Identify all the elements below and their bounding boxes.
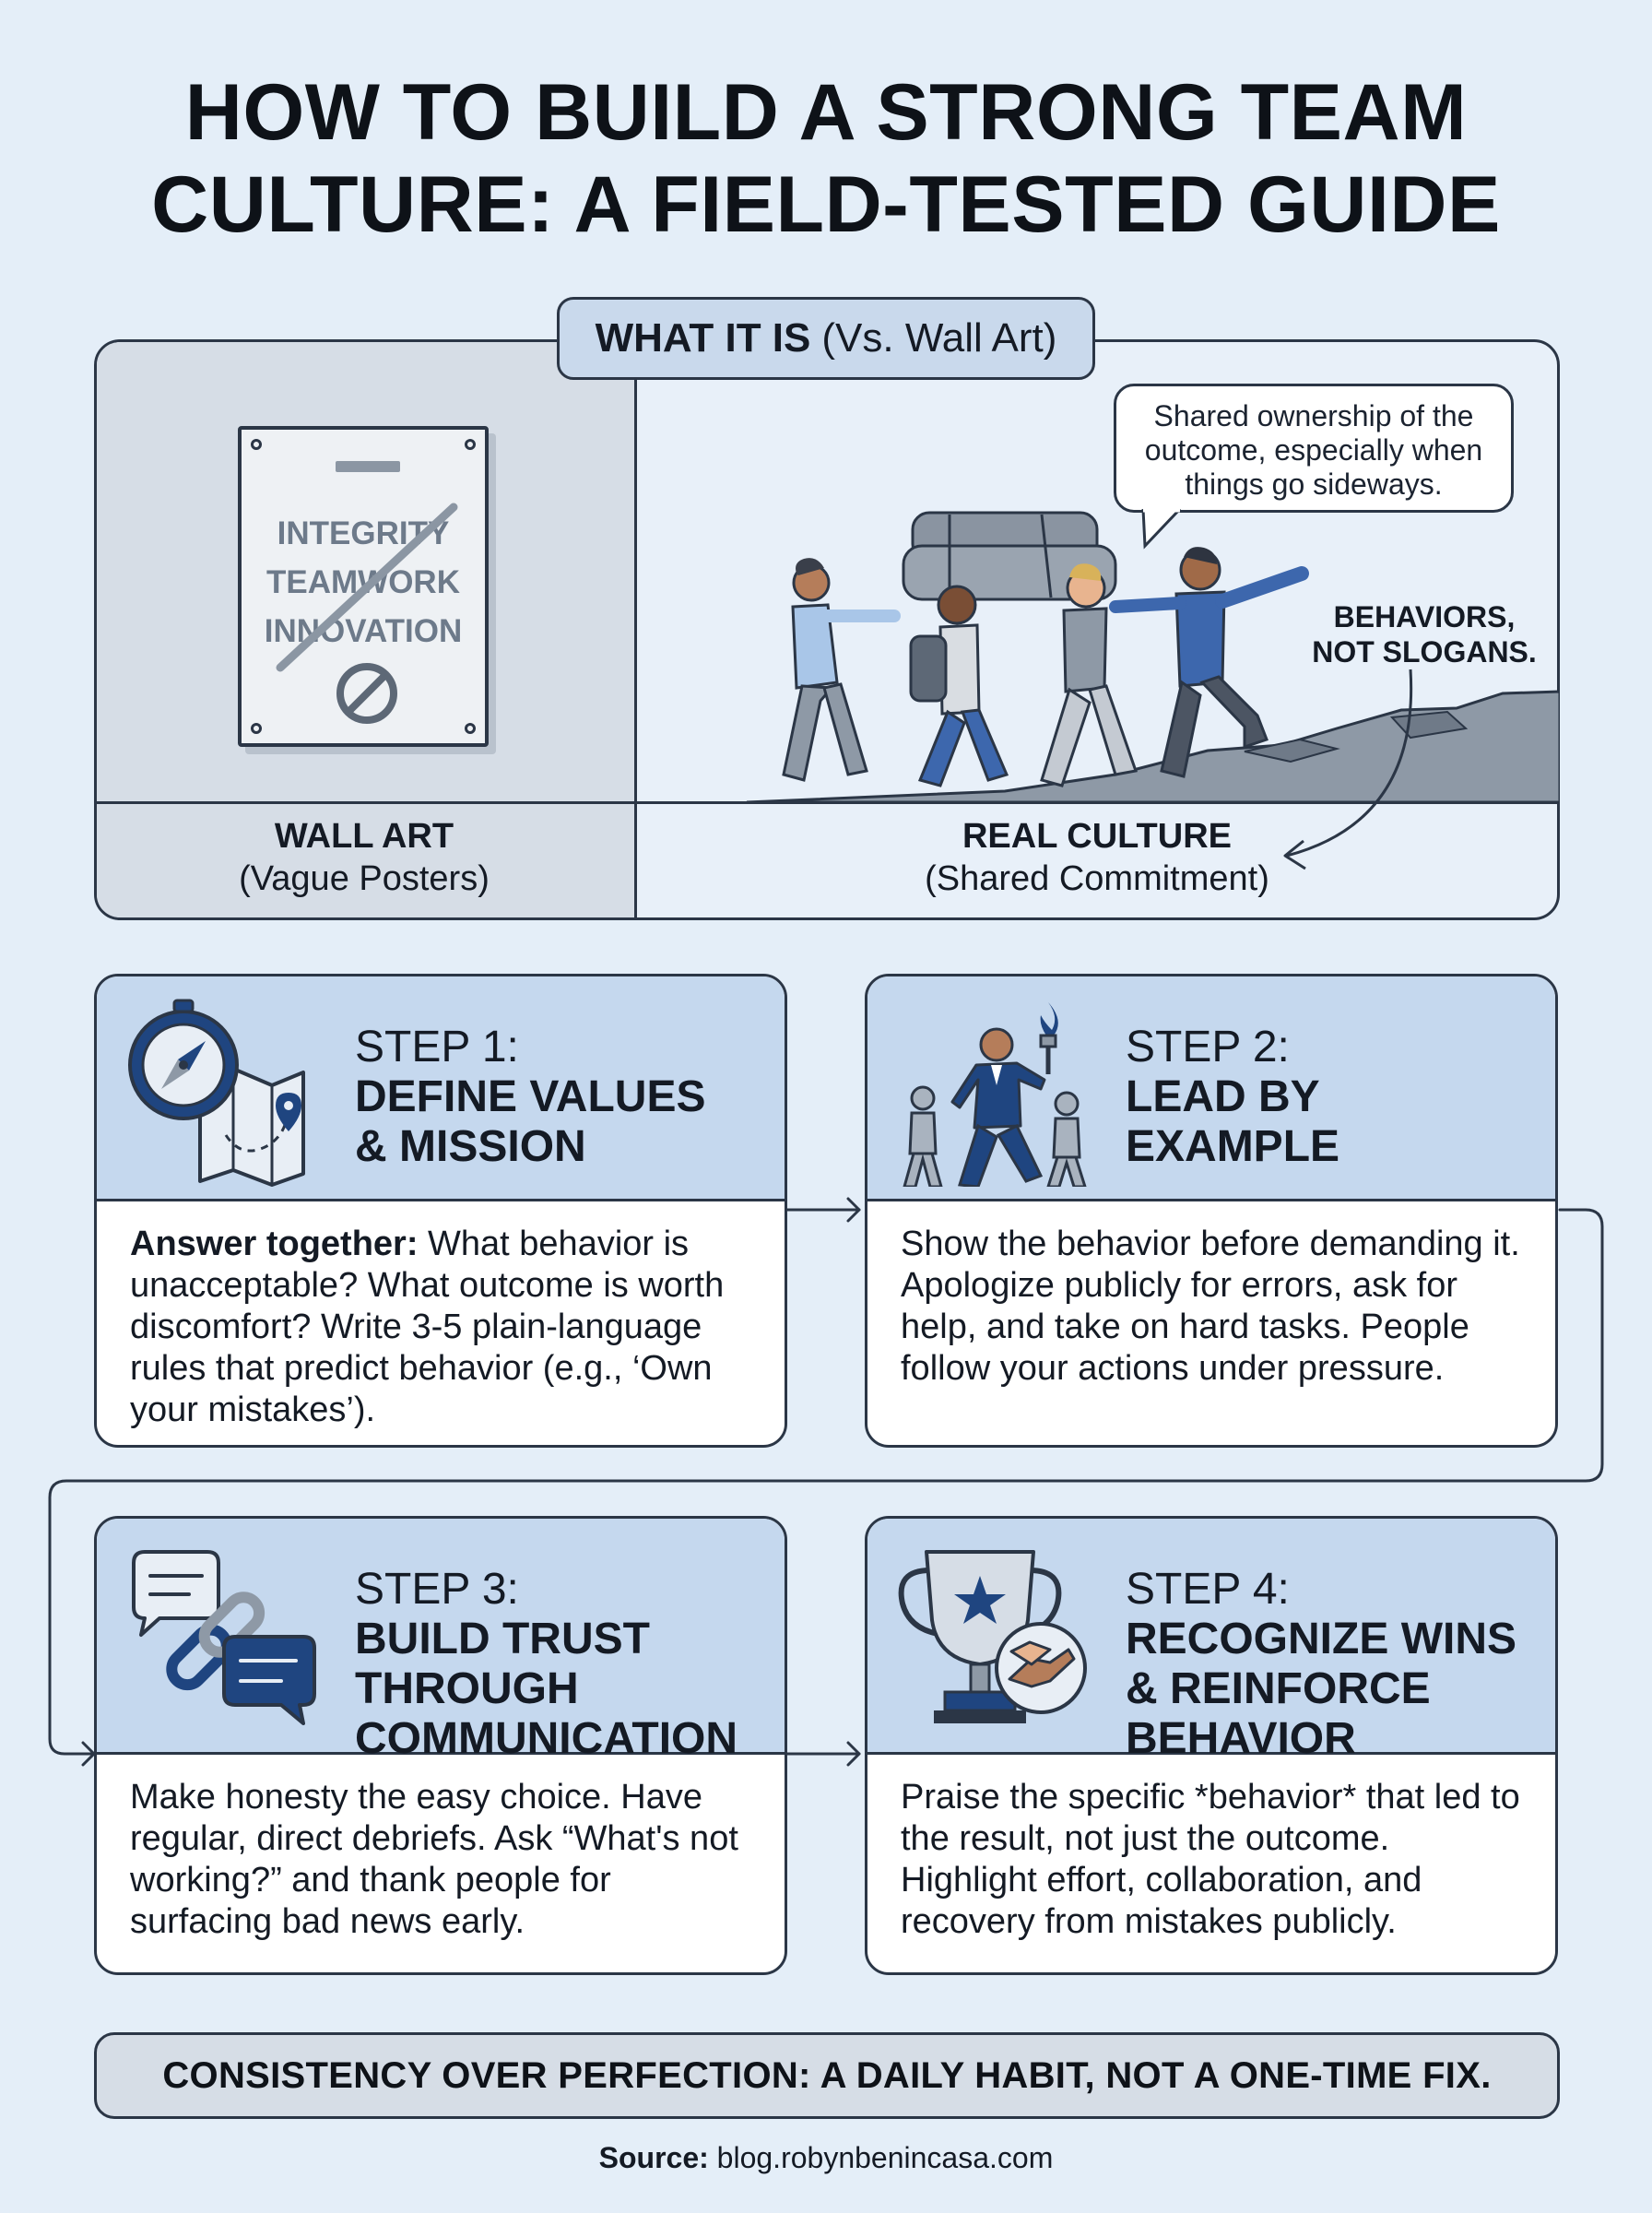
step-3-body: Make honesty the easy choice. Have regul…: [130, 1778, 738, 1941]
real-culture-subheading: (Shared Commitment): [925, 859, 1269, 898]
what-it-is-tab: WHAT IT IS (Vs. Wall Art): [557, 297, 1095, 380]
step-1-title: DEFINE VALUES & MISSION: [355, 1072, 705, 1172]
source-url: blog.robynbenincasa.com: [716, 2141, 1054, 2174]
step-1-body-lead: Answer together:: [130, 1225, 419, 1263]
title-line-1: HOW TO BUILD A STRONG TEAM: [184, 68, 1468, 157]
chat-chain-icon: [132, 1550, 316, 1725]
vs-wall-art-label: (Vs. Wall Art): [821, 315, 1057, 361]
step-1-title-line: DEFINE VALUES: [355, 1072, 706, 1121]
poster-header-bar: [336, 461, 400, 472]
step-2-body: Show the behavior before demanding it. A…: [901, 1225, 1520, 1388]
step-4-title-line: RECOGNIZE WINS: [1126, 1615, 1517, 1663]
step-3-title-line: THROUGH: [355, 1664, 579, 1713]
leader-torch-icon: [903, 1002, 1087, 1187]
wall-art-poster: INTEGRITY TEAMWORK INNOVATION: [238, 426, 489, 747]
prohibited-icon: [336, 663, 397, 724]
step-4-header: STEP 4: RECOGNIZE WINS & REINFORCE BEHAV…: [867, 1519, 1555, 1763]
step-4-body: Praise the specific *behavior* that led …: [901, 1778, 1520, 1941]
step-2-header: STEP 2: LEAD BY EXAMPLE: [867, 976, 1555, 1201]
real-culture-heading: REAL CULTURE: [962, 817, 1233, 856]
pin-icon: [251, 723, 262, 734]
strike-through-icon: [276, 503, 458, 672]
what-it-is-label: WHAT IT IS: [595, 315, 811, 361]
source-label: Source:: [598, 2141, 709, 2174]
callout-line-1: BEHAVIORS,: [1333, 600, 1516, 633]
trophy-handshake-icon: [898, 1550, 1087, 1723]
step-3-title: BUILD TRUST THROUGH COMMUNICATION: [355, 1615, 738, 1764]
step-2-title-line: LEAD BY: [1126, 1072, 1320, 1121]
step-3-header: STEP 3: BUILD TRUST THROUGH COMMUNICATIO…: [97, 1519, 785, 1763]
step-1-card: STEP 1: DEFINE VALUES & MISSION Answer t…: [94, 974, 787, 1448]
step-1-number: STEP 1:: [355, 1023, 519, 1071]
step-3-card: STEP 3: BUILD TRUST THROUGH COMMUNICATIO…: [94, 1516, 787, 1975]
team-carrying-load-illustration: [746, 511, 1560, 802]
wall-art-subheading: (Vague Posters): [239, 859, 490, 898]
real-culture-caption: REAL CULTURE (Shared Commitment): [634, 815, 1560, 900]
step-2-title: LEAD BY EXAMPLE: [1126, 1072, 1339, 1172]
pin-icon: [251, 439, 262, 450]
step-1-title-line: & MISSION: [355, 1122, 586, 1171]
step-1-body-text: What behavior is unacceptable? What outc…: [130, 1225, 725, 1429]
step-4-title: RECOGNIZE WINS & REINFORCE BEHAVIOR: [1126, 1615, 1516, 1764]
step-4-card: STEP 4: RECOGNIZE WINS & REINFORCE BEHAV…: [865, 1516, 1558, 1975]
compass-map-icon: [128, 999, 305, 1187]
curved-arrow-icon: [1283, 669, 1413, 870]
comparison-divider: [97, 801, 1557, 804]
step-1-body: Answer together: What behavior is unacce…: [130, 1224, 757, 1431]
behaviors-callout: BEHAVIORS, NOT SLOGANS.: [1272, 599, 1576, 669]
wall-art-caption: WALL ART (Vague Posters): [94, 815, 634, 900]
step-2-number: STEP 2:: [1126, 1023, 1290, 1071]
step-3-number: STEP 3:: [355, 1565, 519, 1614]
speech-bubble: Shared ownership of the outcome, especia…: [1114, 384, 1514, 513]
source-line: Source: blog.robynbenincasa.com: [0, 2141, 1652, 2175]
step-4-number: STEP 4:: [1126, 1565, 1290, 1614]
step-3-title-line: BUILD TRUST: [355, 1615, 650, 1663]
wall-art-heading: WALL ART: [274, 817, 454, 856]
speech-bubble-tail: [1141, 509, 1182, 550]
poster-word: INNOVATION: [264, 613, 463, 649]
pin-icon: [465, 439, 476, 450]
callout-line-2: NOT SLOGANS.: [1312, 635, 1537, 669]
step-3-title-line: COMMUNICATION: [355, 1714, 738, 1763]
title-line-2: CULTURE: A FIELD-TESTED GUIDE: [151, 160, 1501, 249]
footer-banner: CONSISTENCY OVER PERFECTION: A DAILY HAB…: [94, 2032, 1560, 2119]
step-1-header: STEP 1: DEFINE VALUES & MISSION: [97, 976, 785, 1201]
step-2-card: STEP 2: LEAD BY EXAMPLE Show the behavio…: [865, 974, 1558, 1448]
step-4-title-line: & REINFORCE: [1126, 1664, 1431, 1713]
page-title: HOW TO BUILD A STRONG TEAM CULTURE: A FI…: [0, 66, 1652, 251]
step-4-title-line: BEHAVIOR: [1126, 1714, 1356, 1763]
step-2-title-line: EXAMPLE: [1126, 1122, 1340, 1171]
pin-icon: [465, 723, 476, 734]
